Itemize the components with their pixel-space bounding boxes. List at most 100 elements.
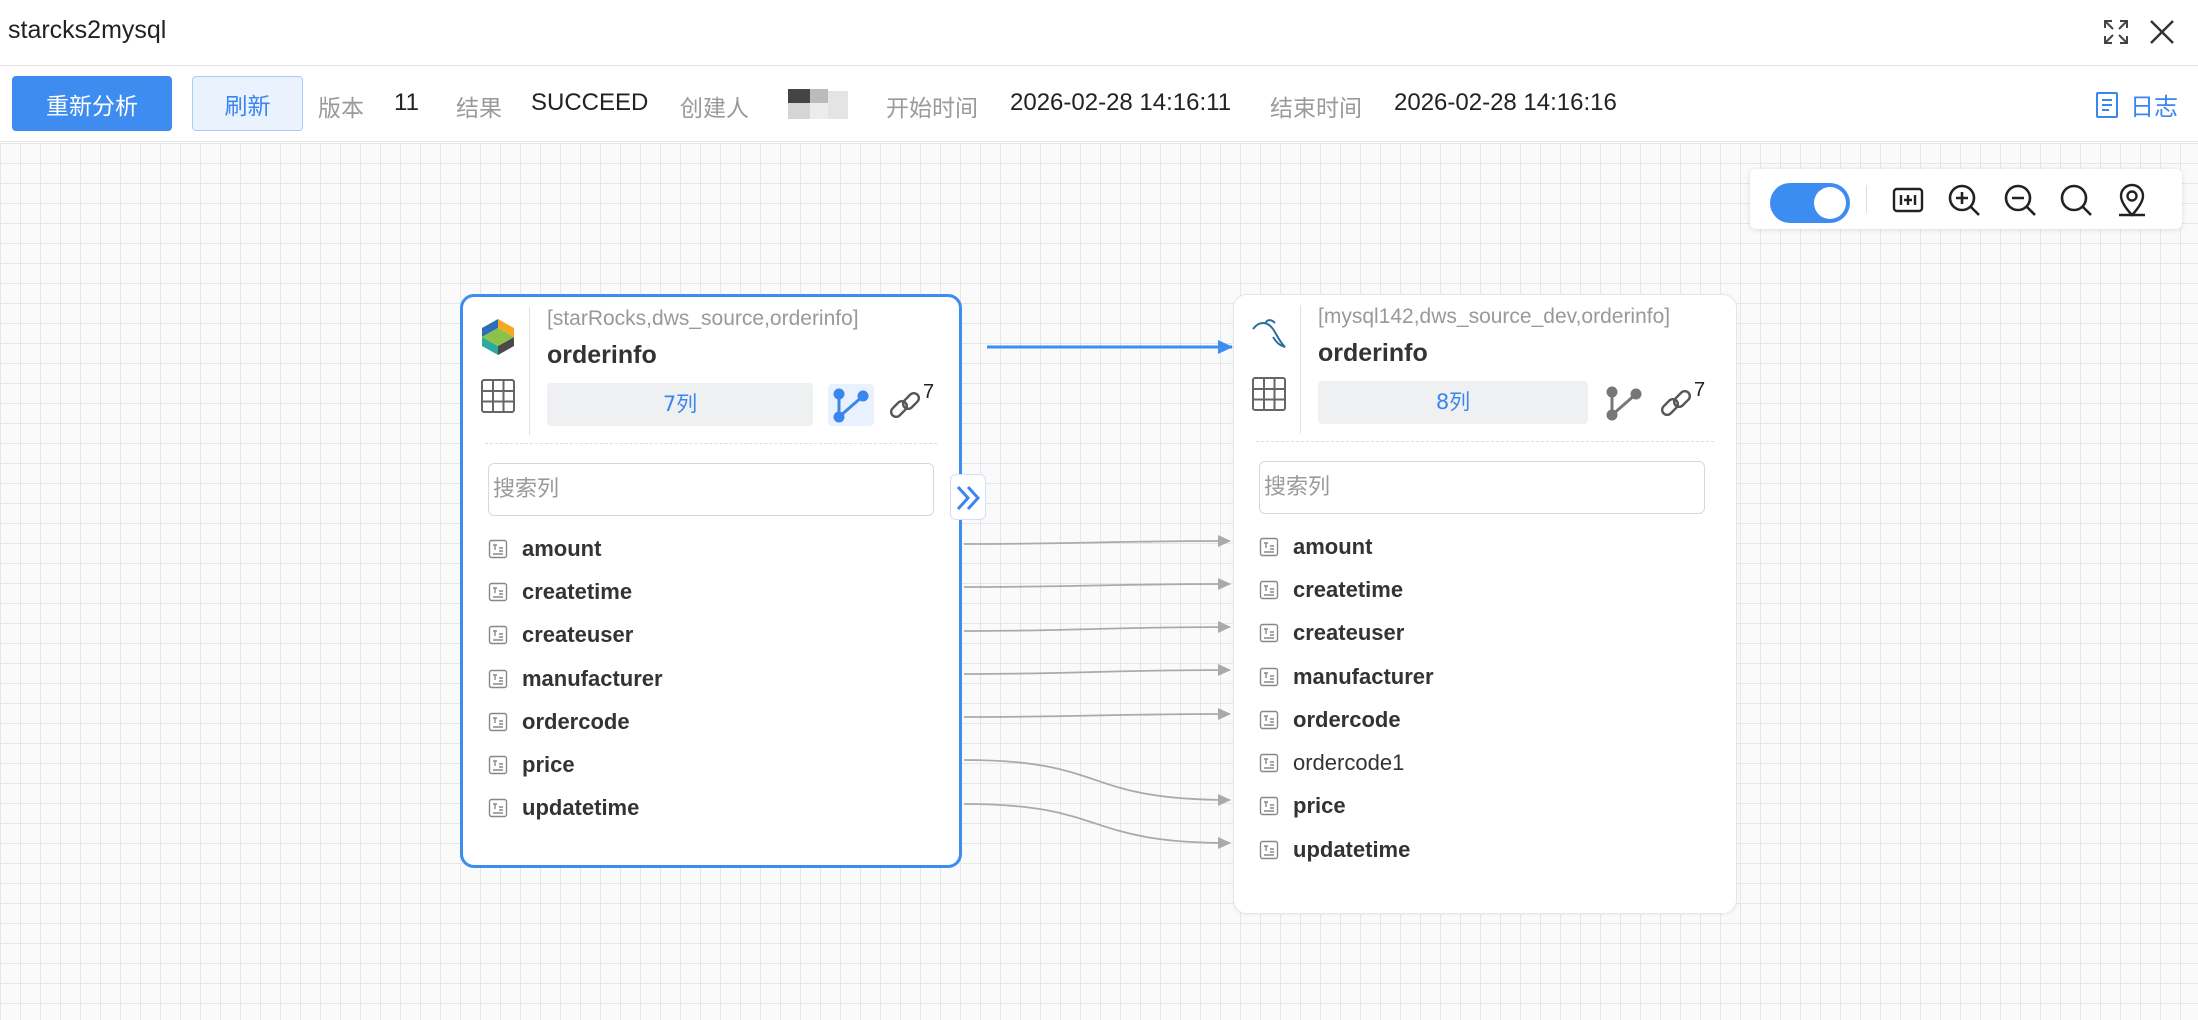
column-name: manufacturer [522, 665, 663, 691]
column-item[interactable]: price [1259, 785, 1699, 828]
field-icon [488, 712, 508, 732]
locate-icon[interactable] [2114, 182, 2150, 218]
search-icon[interactable] [2058, 182, 2094, 218]
column-item[interactable]: updatetime [1259, 828, 1699, 871]
field-icon [1259, 537, 1279, 556]
version-value: 11 [394, 89, 419, 116]
column-edge [963, 664, 1231, 677]
column-name: ordercode [522, 708, 630, 734]
column-name: createuser [522, 622, 634, 648]
zoom-out-icon[interactable] [2002, 182, 2038, 218]
column-item[interactable]: price [488, 743, 928, 786]
double-chevron-right-icon [956, 485, 981, 511]
reanalyze-button[interactable]: 重新分析 [12, 76, 172, 131]
field-icon [488, 799, 508, 818]
creator-label: 创建人 [680, 96, 749, 122]
fit-view-icon[interactable] [1890, 182, 1926, 218]
column-edge [963, 803, 1231, 849]
column-item[interactable]: ordercode1 [1259, 741, 1699, 784]
column-item[interactable]: manufacturer [1259, 655, 1699, 698]
column-name: createuser [1293, 620, 1405, 646]
column-edge [963, 535, 1231, 548]
lineage-graph-icon[interactable] [828, 384, 874, 426]
column-name: price [522, 752, 575, 778]
column-name: manufacturer [1293, 663, 1434, 689]
field-icon [488, 539, 508, 558]
end-time-value: 2026-02-28 14:16:16 [1394, 89, 1617, 116]
column-name: price [1293, 793, 1346, 819]
result-label: 结果 [456, 96, 502, 122]
column-count-button[interactable]: 8列 [1318, 381, 1588, 424]
column-item[interactable]: amount [488, 527, 928, 570]
title-bar: starcks2mysql [0, 0, 2198, 66]
table-name: orderinfo [547, 341, 657, 369]
column-item[interactable]: createuser [1259, 612, 1699, 655]
column-item[interactable]: createtime [1259, 568, 1699, 611]
column-lineage-toggle[interactable] [1770, 183, 1850, 223]
column-item[interactable]: manufacturer [488, 657, 928, 700]
source-table-node[interactable]: [starRocks,dws_source,orderinfo] orderin… [460, 294, 962, 868]
column-edge [963, 621, 1231, 634]
field-icon [488, 669, 508, 688]
lineage-edges [963, 340, 1233, 849]
link-icon[interactable] [887, 387, 923, 423]
column-item[interactable]: updatetime [488, 787, 928, 830]
table-grid-icon [1252, 377, 1286, 411]
expand-downstream-button[interactable] [950, 474, 986, 520]
starrocks-logo-icon [482, 319, 514, 355]
column-name: updatetime [522, 795, 640, 821]
column-name: ordercode1 [1293, 750, 1405, 776]
column-search-input[interactable] [1259, 461, 1705, 514]
field-icon [1259, 753, 1279, 773]
log-label: 日志 [2130, 93, 2178, 121]
zoom-in-icon[interactable] [1946, 182, 1982, 218]
column-item[interactable]: createuser [488, 614, 928, 657]
column-name: updatetime [1293, 836, 1411, 862]
toolbar: 重新分析 刷新 版本 11 结果 SUCCEED 创建人 开始时间 2026-0… [0, 67, 2198, 142]
close-icon[interactable] [2146, 16, 2178, 48]
field-icon [1259, 624, 1279, 643]
column-name: createtime [1293, 576, 1404, 602]
mysql-logo-icon [1252, 319, 1286, 348]
column-name: amount [522, 535, 602, 561]
link-count: 7 [1694, 379, 1706, 401]
column-list: amount createtime createuser manufacturer or… [488, 527, 928, 830]
field-icon [488, 582, 508, 602]
maximize-icon[interactable] [2100, 16, 2132, 48]
table-name: orderinfo [1318, 339, 1428, 367]
column-search-input[interactable] [488, 463, 934, 516]
column-item[interactable]: createtime [488, 570, 928, 613]
column-name: ordercode [1293, 706, 1401, 732]
field-icon [1259, 710, 1279, 730]
column-list: amount createtime createuser manufacturer or… [1259, 525, 1699, 871]
table-path: [mysql142,dws_source_dev,orderinfo] [1318, 305, 1671, 328]
field-icon [1259, 840, 1279, 859]
start-time-label: 开始时间 [886, 96, 978, 122]
field-icon [1259, 667, 1279, 686]
result-value: SUCCEED [531, 89, 649, 116]
column-item[interactable]: ordercode [488, 700, 928, 743]
field-icon [488, 626, 508, 645]
creator-avatar [788, 89, 850, 121]
column-item[interactable]: ordercode [1259, 698, 1699, 741]
lineage-graph-icon[interactable] [1601, 382, 1647, 424]
column-item[interactable]: amount [1259, 525, 1699, 568]
refresh-button[interactable]: 刷新 [192, 76, 303, 131]
column-edge [963, 708, 1231, 721]
column-edge [963, 578, 1231, 591]
lineage-canvas[interactable]: [starRocks,dws_source,orderinfo] orderin… [0, 143, 2198, 1020]
table-grid-icon [481, 379, 515, 413]
target-table-node[interactable]: [mysql142,dws_source_dev,orderinfo] orde… [1233, 294, 1737, 914]
start-time-value: 2026-02-28 14:16:11 [1010, 89, 1232, 116]
link-icon[interactable] [1658, 385, 1694, 421]
field-icon [488, 755, 508, 775]
table-path: [starRocks,dws_source,orderinfo] [547, 307, 859, 330]
field-icon [1259, 580, 1279, 600]
column-name: createtime [522, 578, 633, 604]
canvas-toolbar [1750, 169, 2182, 229]
field-icon [1259, 797, 1279, 816]
window-title: starcks2mysql [8, 16, 167, 44]
column-count-button[interactable]: 7列 [547, 383, 813, 426]
log-link[interactable]: 日志 [2094, 87, 2178, 122]
column-edge [963, 759, 1231, 806]
